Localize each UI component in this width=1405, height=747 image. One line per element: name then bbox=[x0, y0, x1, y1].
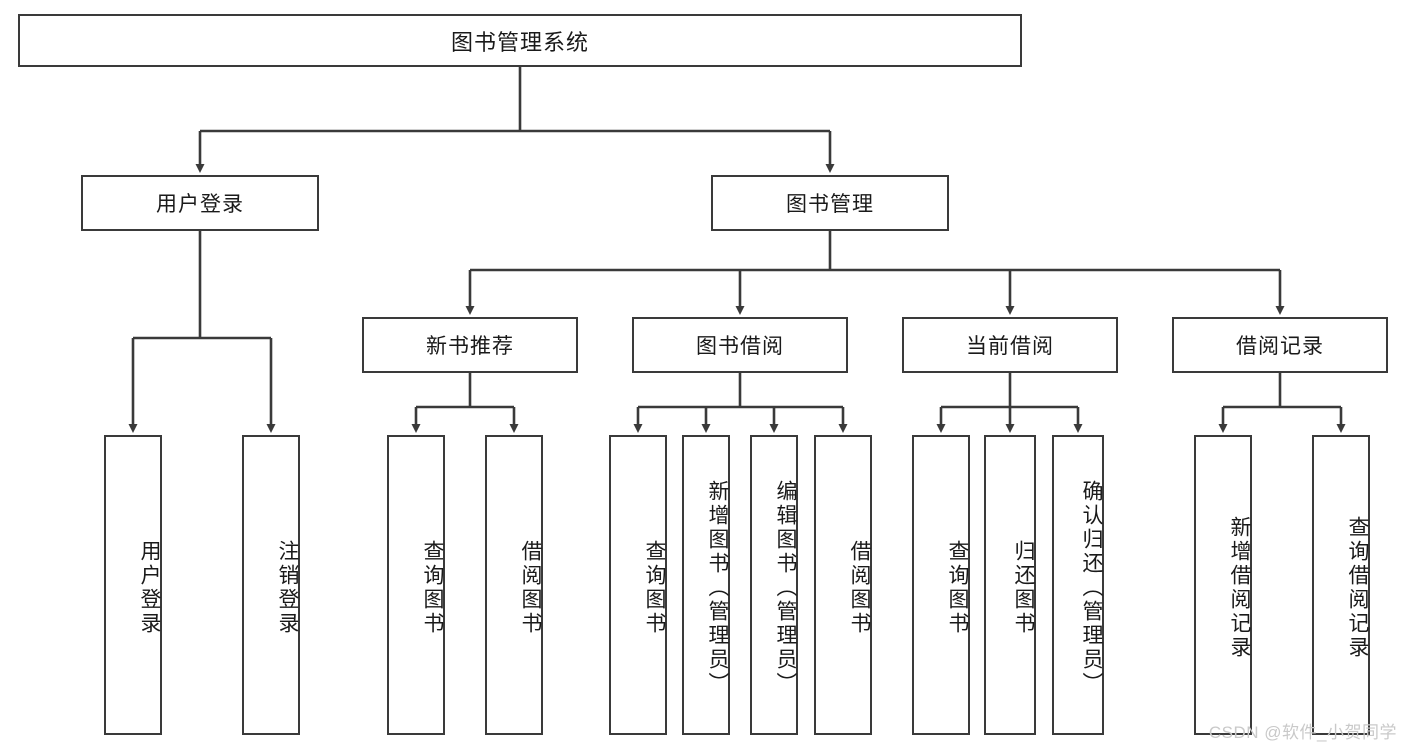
node-leaf-borrow-book-rec[interactable]: 借阅图书 bbox=[485, 435, 543, 735]
node-book-manage-label: 图书管理 bbox=[786, 193, 874, 216]
node-leaf-query-borrow-record-label: 查询借阅记录 bbox=[1346, 516, 1369, 660]
node-leaf-add-book-admin[interactable]: 新增图书（管理员） bbox=[682, 435, 730, 735]
node-leaf-query-book-rec-label: 查询图书 bbox=[421, 540, 444, 636]
node-leaf-logout[interactable]: 注销登录 bbox=[242, 435, 300, 735]
node-leaf-confirm-return-admin[interactable]: 确认归还（管理员） bbox=[1052, 435, 1104, 735]
node-leaf-add-book-admin-label: 新增图书（管理员） bbox=[706, 480, 729, 696]
node-current-borrow[interactable]: 当前借阅 bbox=[902, 317, 1118, 373]
node-book-borrow[interactable]: 图书借阅 bbox=[632, 317, 848, 373]
node-new-book-rec[interactable]: 新书推荐 bbox=[362, 317, 578, 373]
node-leaf-query-book-borrow-label: 查询图书 bbox=[643, 540, 666, 636]
node-leaf-add-borrow-record[interactable]: 新增借阅记录 bbox=[1194, 435, 1252, 735]
node-root[interactable]: 图书管理系统 bbox=[18, 14, 1022, 67]
node-leaf-query-book-rec[interactable]: 查询图书 bbox=[387, 435, 445, 735]
node-leaf-edit-book-admin-label: 编辑图书（管理员） bbox=[774, 480, 797, 696]
node-root-label: 图书管理系统 bbox=[450, 29, 589, 55]
node-leaf-borrow-book-rec-label: 借阅图书 bbox=[519, 540, 542, 636]
node-book-manage[interactable]: 图书管理 bbox=[711, 175, 949, 231]
node-leaf-logout-label: 注销登录 bbox=[276, 540, 299, 636]
node-borrow-record[interactable]: 借阅记录 bbox=[1172, 317, 1388, 373]
node-book-borrow-label: 图书借阅 bbox=[696, 335, 784, 358]
node-user-login-label: 用户登录 bbox=[156, 193, 244, 216]
node-current-borrow-label: 当前借阅 bbox=[966, 335, 1054, 358]
node-new-book-rec-label: 新书推荐 bbox=[426, 335, 514, 358]
node-borrow-record-label: 借阅记录 bbox=[1236, 335, 1324, 358]
node-leaf-borrow-book-label: 借阅图书 bbox=[848, 540, 871, 636]
node-leaf-return-book[interactable]: 归还图书 bbox=[984, 435, 1036, 735]
node-leaf-query-book-borrow[interactable]: 查询图书 bbox=[609, 435, 667, 735]
node-leaf-user-login[interactable]: 用户登录 bbox=[104, 435, 162, 735]
node-leaf-user-login-label: 用户登录 bbox=[138, 540, 161, 636]
node-leaf-return-book-label: 归还图书 bbox=[1012, 540, 1035, 636]
node-leaf-borrow-book[interactable]: 借阅图书 bbox=[814, 435, 872, 735]
node-leaf-query-book-cur[interactable]: 查询图书 bbox=[912, 435, 970, 735]
node-leaf-edit-book-admin[interactable]: 编辑图书（管理员） bbox=[750, 435, 798, 735]
node-leaf-query-book-cur-label: 查询图书 bbox=[946, 540, 969, 636]
csdn-watermark: CSDN @软件_小贺同学 bbox=[1208, 723, 1397, 742]
node-leaf-confirm-return-admin-label: 确认归还（管理员） bbox=[1080, 480, 1103, 696]
node-leaf-query-borrow-record[interactable]: 查询借阅记录 bbox=[1312, 435, 1370, 735]
node-leaf-add-borrow-record-label: 新增借阅记录 bbox=[1228, 516, 1251, 660]
node-user-login[interactable]: 用户登录 bbox=[81, 175, 319, 231]
